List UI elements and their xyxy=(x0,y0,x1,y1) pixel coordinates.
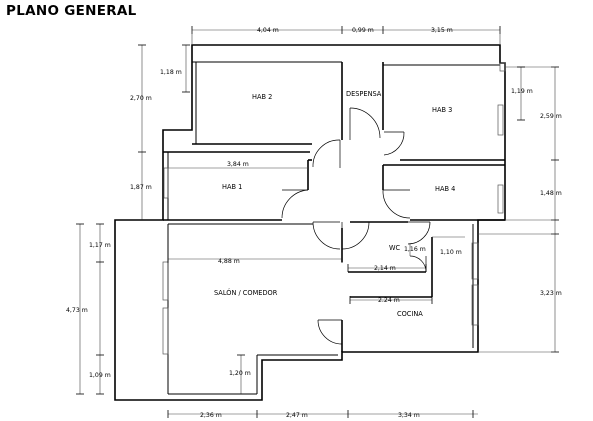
dim-label-2-59: 2,59 m xyxy=(540,113,562,120)
dim-label-1-09: 1,09 m xyxy=(89,372,111,379)
dim-label-1-20: 1,20 m xyxy=(229,370,251,377)
window-cocina-1 xyxy=(471,242,479,280)
dim-label-3-84: 3,84 m xyxy=(227,161,249,168)
windows xyxy=(162,62,506,355)
door-hab1-swing xyxy=(281,189,309,219)
dim-label-4-73: 4,73 m xyxy=(66,307,88,314)
door-despensa-swing xyxy=(349,107,381,139)
dim-label-1-19: 1,19 m xyxy=(511,88,533,95)
door-hab3-swing xyxy=(383,131,405,156)
dimension-lines xyxy=(76,26,559,418)
door-wc-swing xyxy=(407,221,431,245)
window-salon-1 xyxy=(162,261,169,301)
doors xyxy=(281,107,431,345)
window-hab1 xyxy=(163,167,169,199)
door-salon-swing xyxy=(312,221,341,250)
dim-label-2-36: 2,36 m xyxy=(200,412,222,419)
dimension-labels: 4,04 m 0,99 m 3,15 m 1,18 m 2,70 m 1,87 … xyxy=(66,27,562,419)
door-cocina-swing xyxy=(317,319,343,345)
room-label-wc: WC xyxy=(389,244,401,252)
dim-label-2-70: 2,70 m xyxy=(130,95,152,102)
door-hall-swing xyxy=(341,221,370,250)
dim-label-4-88: 4,88 m xyxy=(218,258,240,265)
door-wc-right-swing xyxy=(409,255,427,273)
room-label-hab4: HAB 4 xyxy=(435,185,455,193)
dim-label-top-hab3: 3,15 m xyxy=(431,27,453,34)
window-cocina-2 xyxy=(471,284,479,326)
dim-label-3-23: 3,23 m xyxy=(540,290,562,297)
room-label-hab1: HAB 1 xyxy=(222,183,242,191)
dim-label-2-24: 2.24 m xyxy=(378,297,400,304)
window-hab4 xyxy=(497,184,504,214)
dim-label-1-17: 1,17 m xyxy=(89,242,111,249)
door-hab4-swing xyxy=(382,189,411,219)
dim-label-1-87: 1,87 m xyxy=(130,184,152,191)
dim-label-top-despensa: 0,99 m xyxy=(352,27,374,34)
room-label-hab3: HAB 3 xyxy=(432,106,452,114)
dim-label-3-34: 3,34 m xyxy=(398,412,420,419)
room-labels: HAB 2 DESPENSA HAB 3 HAB 1 HAB 4 WC SALÓ… xyxy=(214,90,455,318)
plan-title: PLANO GENERAL xyxy=(6,3,137,19)
dim-label-1-10: 1,10 m xyxy=(440,249,462,256)
room-label-salon: SALÓN / COMEDOR xyxy=(214,288,278,297)
dim-label-top-hab2: 4,04 m xyxy=(257,27,279,34)
dim-label-1-18: 1,18 m xyxy=(160,69,182,76)
door-hab2-swing xyxy=(312,139,341,168)
walls xyxy=(114,44,506,401)
room-label-despensa: DESPENSA xyxy=(346,90,382,98)
dim-label-2-14: 2,14 m xyxy=(374,265,396,272)
room-label-hab2: HAB 2 xyxy=(252,93,272,101)
dim-label-1-48: 1,48 m xyxy=(540,190,562,197)
dim-label-2-47: 2,47 m xyxy=(286,412,308,419)
room-label-cocina: COCINA xyxy=(397,310,423,318)
window-salon-2 xyxy=(162,307,169,355)
dim-label-1-16: 1,16 m xyxy=(404,246,426,253)
window-hab3 xyxy=(497,104,504,136)
outer-wall xyxy=(114,44,506,401)
